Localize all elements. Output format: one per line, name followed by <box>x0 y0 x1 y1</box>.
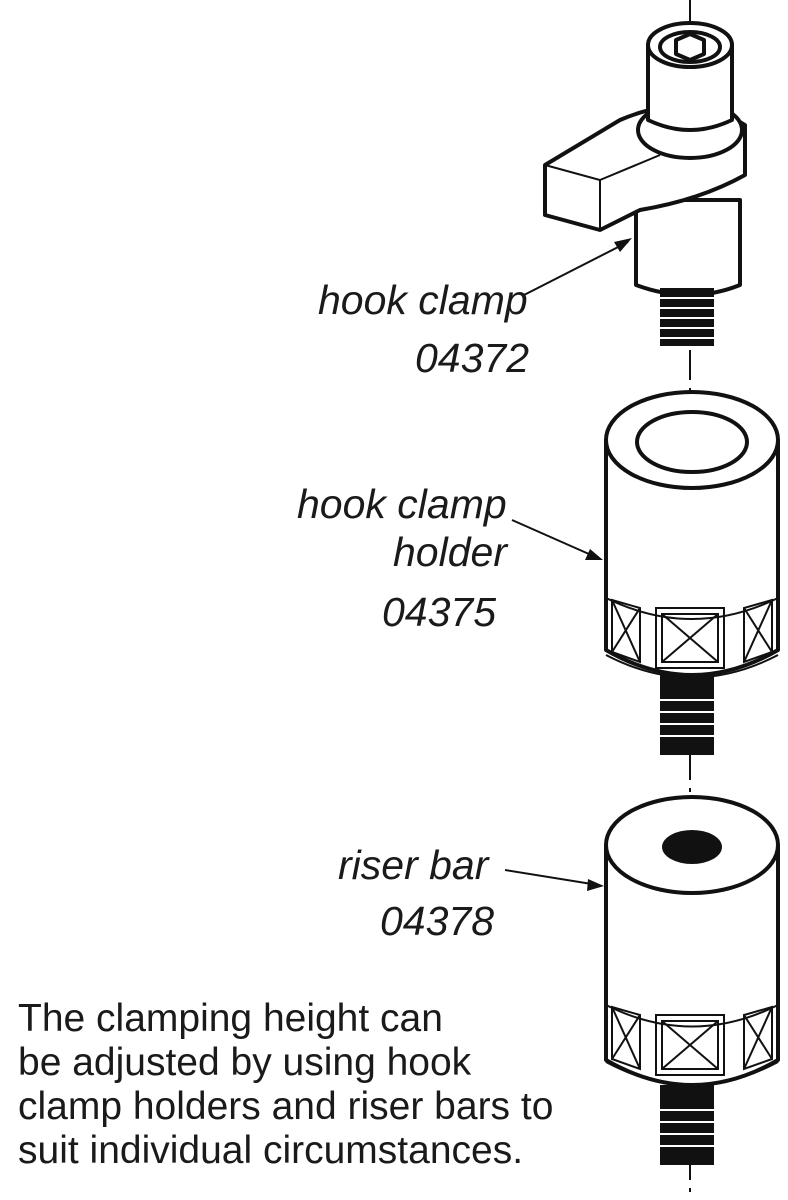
holder-label-line1: hook clamp <box>297 481 507 527</box>
description-line-2: be adjusted by using hook <box>18 1041 472 1084</box>
riser-bar-drawing <box>604 795 780 1165</box>
holder-label-line2: holder <box>393 529 509 575</box>
holder-number: 04375 <box>382 589 496 635</box>
description-line-3: clamp holders and riser bars to <box>18 1085 553 1128</box>
riser-bar-label: riser bar <box>338 842 491 888</box>
riser-bar-number: 04378 <box>380 898 494 944</box>
description-line-1: The clamping height can <box>18 997 443 1040</box>
hook-clamp-drawing <box>543 21 747 346</box>
riser-leader-line <box>504 869 599 886</box>
hook-clamp-holder-drawing <box>604 390 780 755</box>
hook-clamp-leader-line <box>523 241 629 296</box>
holder-leader-line <box>511 519 599 559</box>
description-line-4: suit individual circumstances. <box>18 1129 523 1172</box>
hook-clamp-label: hook clamp <box>318 277 528 323</box>
hook-clamp-number: 04372 <box>415 335 529 381</box>
